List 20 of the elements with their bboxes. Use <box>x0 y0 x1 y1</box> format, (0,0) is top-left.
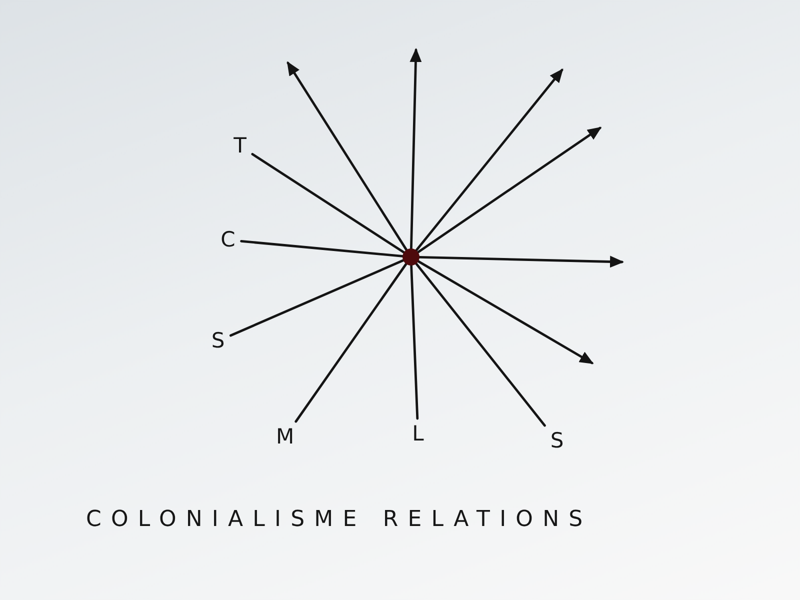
letter-label: T <box>228 130 252 162</box>
letter-label: S <box>205 326 231 356</box>
letter-label: L <box>406 418 430 450</box>
connector-line <box>251 152 406 254</box>
connector-line <box>240 240 404 258</box>
arrow <box>415 68 564 252</box>
letter-label: S <box>544 426 570 456</box>
arrow <box>416 126 602 254</box>
arrow <box>286 61 408 251</box>
connector-line <box>415 262 546 427</box>
letter-label: M <box>270 422 300 452</box>
arrow <box>410 48 422 250</box>
arrow <box>417 260 594 364</box>
connector-line <box>410 264 419 420</box>
caption: COLONIALISME RELATIONS <box>86 509 592 531</box>
connector-line <box>230 259 404 337</box>
connector-line <box>294 262 408 423</box>
letter-label: C <box>214 224 242 256</box>
hub-dot <box>402 248 420 266</box>
arrow <box>418 256 624 268</box>
